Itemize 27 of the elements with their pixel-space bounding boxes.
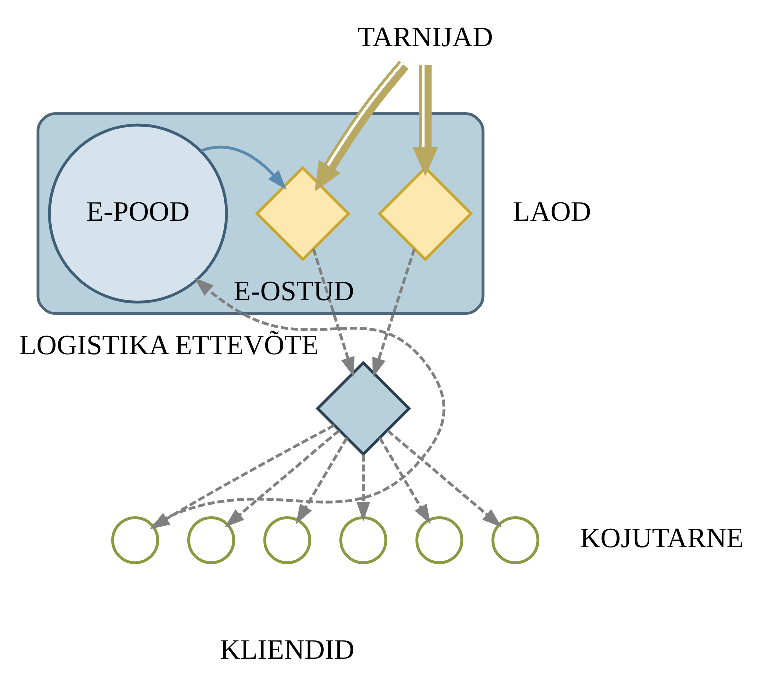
arrow	[152, 278, 445, 528]
label: KLIENDID	[220, 634, 354, 666]
arrow	[312, 248, 354, 378]
node-circle	[187, 516, 235, 564]
edge-label: E-OSTUD	[233, 276, 354, 308]
node-diamond	[315, 361, 411, 457]
label: LAOD	[512, 196, 591, 228]
node-circle	[110, 516, 159, 564]
node-circle	[263, 516, 311, 564]
arrow	[386, 430, 502, 528]
node-circle: E-POOD	[48, 124, 228, 304]
arrow	[296, 437, 348, 524]
arrow	[378, 437, 430, 524]
arrow	[200, 146, 286, 190]
arrow	[314, 61, 408, 192]
node-circle	[339, 516, 387, 564]
arrow	[412, 64, 438, 176]
node-label: LOGISTIKA ETTEVÕTE	[18, 330, 318, 362]
arrow	[356, 454, 370, 522]
cluster	[36, 112, 484, 316]
node-text: TARNIJAD	[357, 22, 493, 54]
arrow	[372, 248, 416, 378]
node-circle	[415, 516, 464, 564]
arrow	[224, 430, 340, 528]
label: KOJUTARNE	[580, 524, 744, 554]
node-diamond	[254, 166, 350, 262]
node-circle	[491, 516, 540, 564]
